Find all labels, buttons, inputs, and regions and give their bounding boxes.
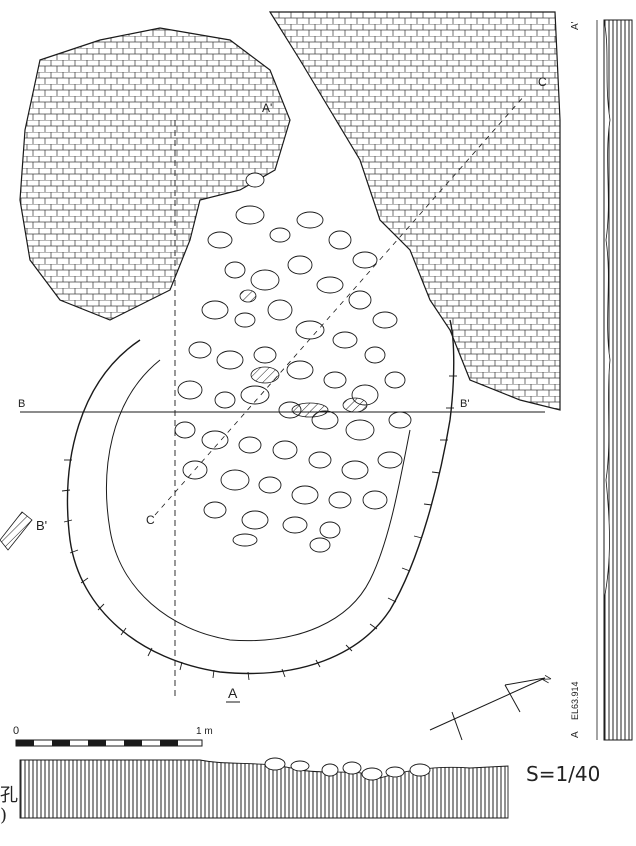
label-a-end: A' [262, 101, 272, 115]
section-profile-a-fill [603, 19, 633, 741]
section-profile-b-fill [19, 759, 509, 819]
scale-one-meter-label: 1 m [196, 726, 213, 737]
pit-inner-outline [106, 359, 411, 642]
scale-bar [15, 739, 203, 747]
section-line-c [154, 94, 526, 516]
label-c-end: C [538, 75, 547, 89]
scale-zero-label: 0 [13, 725, 19, 737]
label-b-start: B [18, 398, 25, 410]
label-a-start-right: A [570, 731, 581, 738]
section-profile-b-stones [264, 757, 431, 781]
charcoal-patches [239, 289, 368, 418]
cropped-caption-char-bottom: ) [0, 805, 8, 826]
scale-ratio: S=1/40 [526, 762, 601, 786]
label-b-end-left: B' [36, 518, 47, 533]
label-a-start: A [228, 685, 238, 701]
pit-outer-outline [66, 319, 455, 675]
cropped-caption-fragment: 孔 ) [0, 786, 18, 826]
slope-ticks [61, 375, 457, 681]
label-a-end-right: A' [570, 21, 581, 30]
hatched-soil-area-right [268, 11, 561, 411]
north-arrow [429, 677, 546, 741]
cropped-caption-char-top: 孔 [0, 785, 18, 806]
hatched-soil-area-left [19, 27, 291, 321]
section-b-hatch-fragment [0, 511, 33, 551]
elevation-label: EL63.914 [570, 681, 580, 720]
north-label: N [541, 674, 554, 686]
label-b-end: B' [460, 398, 469, 410]
label-c-start: C [146, 513, 155, 527]
stone-cluster [174, 172, 412, 553]
